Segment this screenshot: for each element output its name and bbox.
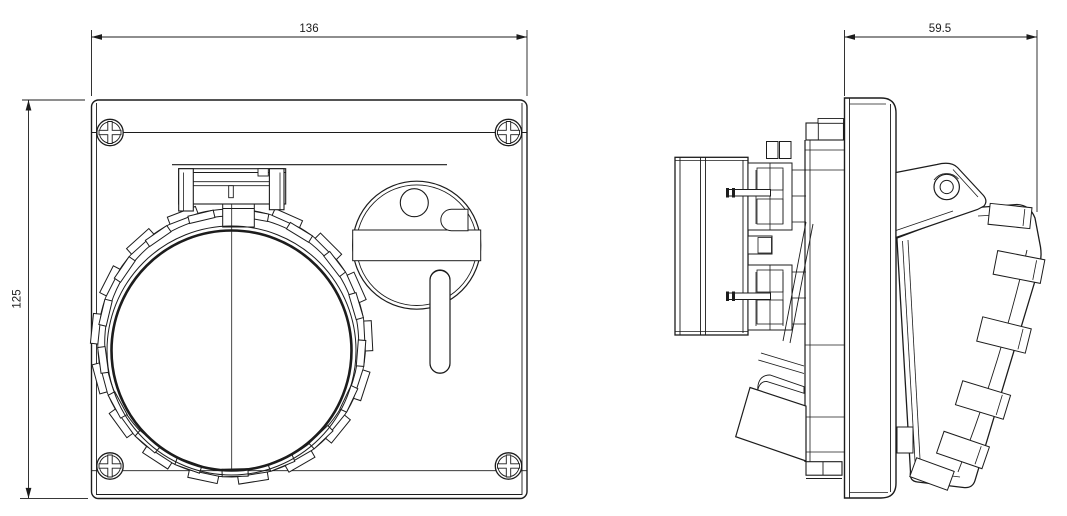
- screw-top-left: [96, 118, 124, 147]
- switch-band: [352, 229, 482, 262]
- sleeve-grip-tab: [987, 202, 1033, 230]
- sleeve-grip-tab: [935, 430, 991, 470]
- screw-top-right: [494, 118, 523, 147]
- corner-screws: [96, 118, 523, 480]
- socket-ring: [89, 170, 374, 485]
- dim-label-depth: 59.5: [929, 23, 951, 35]
- dim-front-width: 136: [91, 23, 528, 96]
- cable-gland: [734, 386, 807, 462]
- latch-right-post: [268, 168, 285, 211]
- phillips-cross-icon: [497, 454, 520, 478]
- mounting-plate-side: [843, 97, 897, 499]
- ring-grip-outer-row: [89, 205, 374, 485]
- hinge-bracket: [895, 162, 987, 239]
- sleeve-grip-tab: [992, 250, 1046, 284]
- sleeve-grip-tab: [954, 380, 1012, 420]
- phillips-cross-icon: [497, 121, 520, 144]
- dim-side-depth: 59.5: [844, 23, 1038, 212]
- switch-hole: [399, 188, 429, 218]
- hinge-pin-outer: [933, 173, 960, 201]
- lid-latch-assembly: [178, 168, 287, 212]
- hinge-pin-inner: [939, 179, 954, 195]
- dim-front-height: 125: [12, 99, 88, 499]
- latch-pin: [228, 185, 234, 199]
- phillips-cross-icon: [98, 121, 122, 144]
- flange-column: [734, 118, 845, 479]
- side-view: [674, 97, 1046, 499]
- flange-bottom-tab: [805, 461, 843, 476]
- terminal-blocks: [726, 162, 806, 331]
- phillips-cross-icon: [98, 454, 122, 478]
- dim-label-width: 136: [299, 23, 318, 35]
- dimensions: 136 125 59.5: [12, 23, 1038, 499]
- interlock-switch: [352, 180, 482, 374]
- sleeve-grip-tab: [976, 316, 1032, 354]
- gland-bump: [757, 374, 805, 394]
- switch-handle: [429, 269, 451, 374]
- mounting-plate-front: [90, 99, 528, 500]
- ring-top-tab: [222, 201, 255, 228]
- screw-bottom-left: [96, 452, 124, 480]
- latch-left-post: [178, 168, 194, 212]
- flange-top-tab: [805, 122, 845, 141]
- dim-label-height: 125: [12, 289, 24, 308]
- front-view: [89, 99, 528, 500]
- screw-bottom-right: [494, 452, 523, 480]
- socket-sleeve-side: [896, 202, 1046, 491]
- sleeve-grip-tab: [909, 457, 955, 491]
- switch-tab: [440, 208, 469, 232]
